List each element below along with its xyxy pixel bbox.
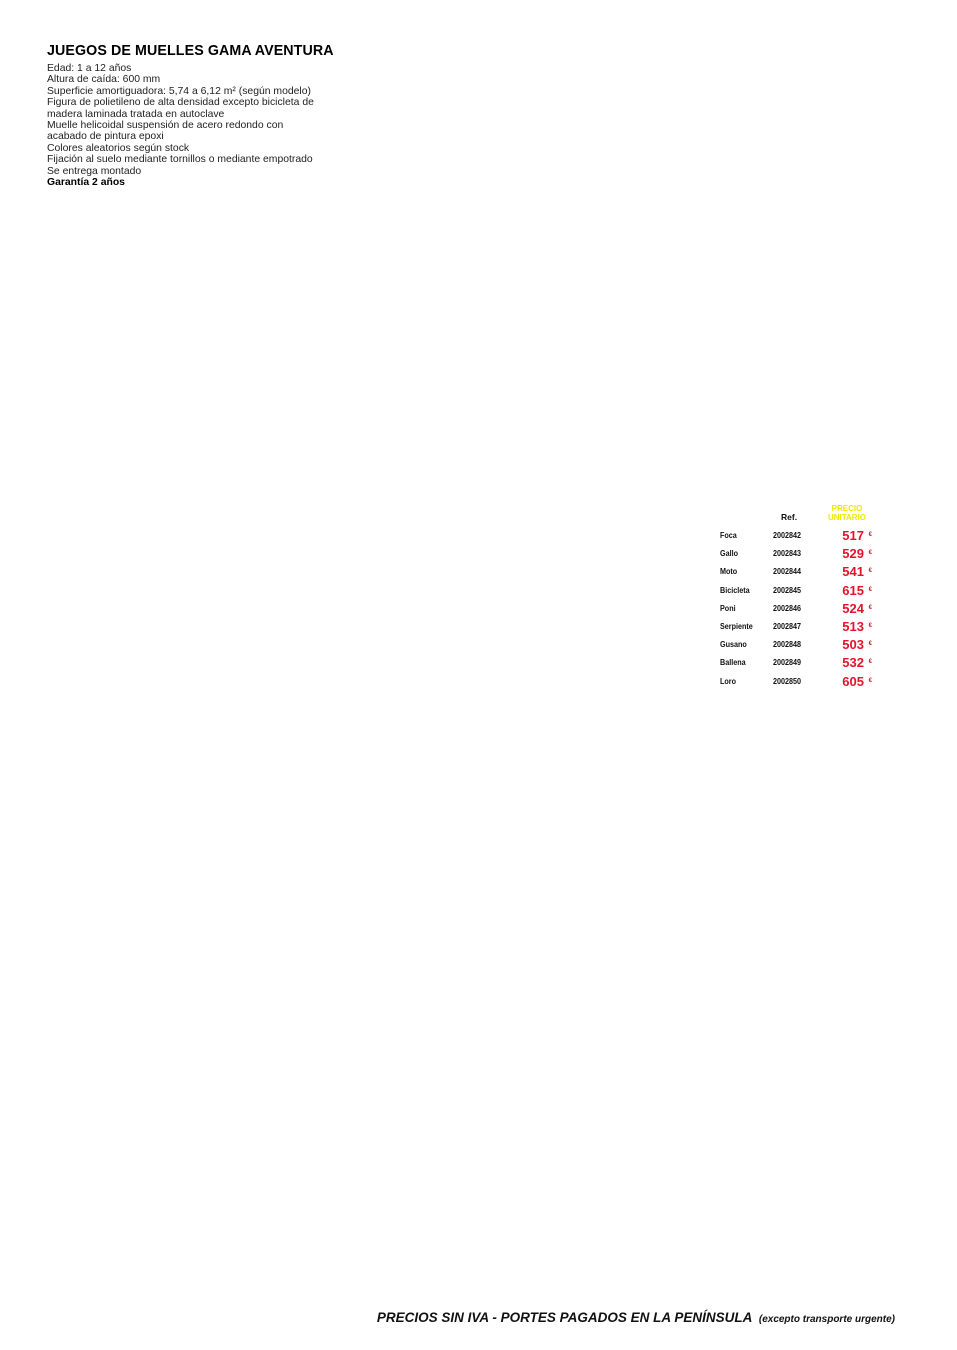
table-row: Poni 2002846 524 € [716,601,886,619]
product-ref: 2002842 [773,531,802,540]
product-title: JUEGOS DE MUELLES GAMA AVENTURA [47,42,334,59]
currency-symbol: € [868,550,872,557]
product-name: Ballena [720,658,746,668]
currency-symbol: € [868,568,872,575]
product-price: 541 [842,564,864,580]
ref-column-header: Ref. [781,512,798,522]
product-name: Gallo [720,549,739,559]
table-row: Serpiente 2002847 513 € [716,619,886,637]
currency-symbol: € [868,604,872,611]
product-price: 605 [842,673,864,689]
product-name: Foca [720,531,737,540]
currency-symbol: € [868,641,872,648]
table-row: Ballena 2002849 532 € [716,655,886,673]
footer-main-text: PRECIOS SIN IVA - PORTES PAGADOS EN LA P… [376,1310,753,1325]
product-price: 517 [842,528,864,543]
product-price: 532 [842,655,864,671]
price-column-header: PRECIO UNITARIO [827,504,867,522]
footer-small-text: (excepto transporte urgente) [758,1314,895,1325]
table-row: Moto 2002844 541 € [716,564,886,582]
description-line: Figura de polietileno de alta densidad e… [47,97,314,120]
product-name: Gusano [720,640,747,650]
description-line: Edad: 1 a 12 años [47,63,132,74]
product-name: Bicicleta [720,585,750,595]
product-ref: 2002847 [773,621,802,631]
product-name: Serpiente [720,621,753,631]
product-name: Poni [720,603,736,613]
product-price: 615 [842,582,864,598]
footer-note: PRECIOS SIN IVA - PORTES PAGADOS EN LA P… [377,1309,895,1327]
product-ref: 2002846 [773,603,802,613]
table-row: Gusano 2002848 503 € [716,637,886,655]
currency-symbol: € [868,532,872,538]
currency-symbol: € [868,659,872,666]
warranty-text: Garantía 2 años [47,177,125,189]
table-row: Foca 2002842 517 € [716,528,886,546]
product-ref: 2002844 [773,567,802,577]
price-table-body: Foca 2002842 517 € Gallo 2002843 529 € Moto 20028… [716,528,886,692]
description-line: Altura de caída: 600 mm [47,74,161,86]
product-price: 503 [842,637,864,653]
currency-symbol: € [868,622,872,629]
currency-symbol: € [868,586,872,593]
table-row: Loro 2002850 605 € [716,674,886,692]
product-description: Edad: 1 a 12 años Altura de caída: 600 m… [47,63,315,188]
description-line: Colores aleatorios según stock [47,142,190,154]
product-price: 529 [842,546,864,562]
description-line: Superficie amortiguadora: 5,74 a 6,12 m²… [47,85,311,97]
product-ref: 2002845 [773,585,802,595]
product-price: 513 [842,618,864,634]
product-ref: 2002848 [773,640,802,650]
currency-symbol: € [868,677,872,684]
product-name: Moto [720,567,738,577]
description-line: Se entrega montado [47,165,142,177]
product-ref: 2002843 [773,549,802,559]
price-table-header: Ref. PRECIO UNITARIO [716,504,886,528]
product-ref: 2002849 [773,658,802,668]
table-row: Gallo 2002843 529 € [716,546,886,564]
product-ref: 2002850 [773,676,802,686]
product-name: Loro [720,676,737,686]
table-row: Bicicleta 2002845 615 € [716,583,886,601]
description-line: Fijación al suelo mediante tornillos o m… [47,154,313,166]
product-price: 524 [842,600,864,616]
description-line: Muelle helicoidal suspensión de acero re… [47,120,284,143]
